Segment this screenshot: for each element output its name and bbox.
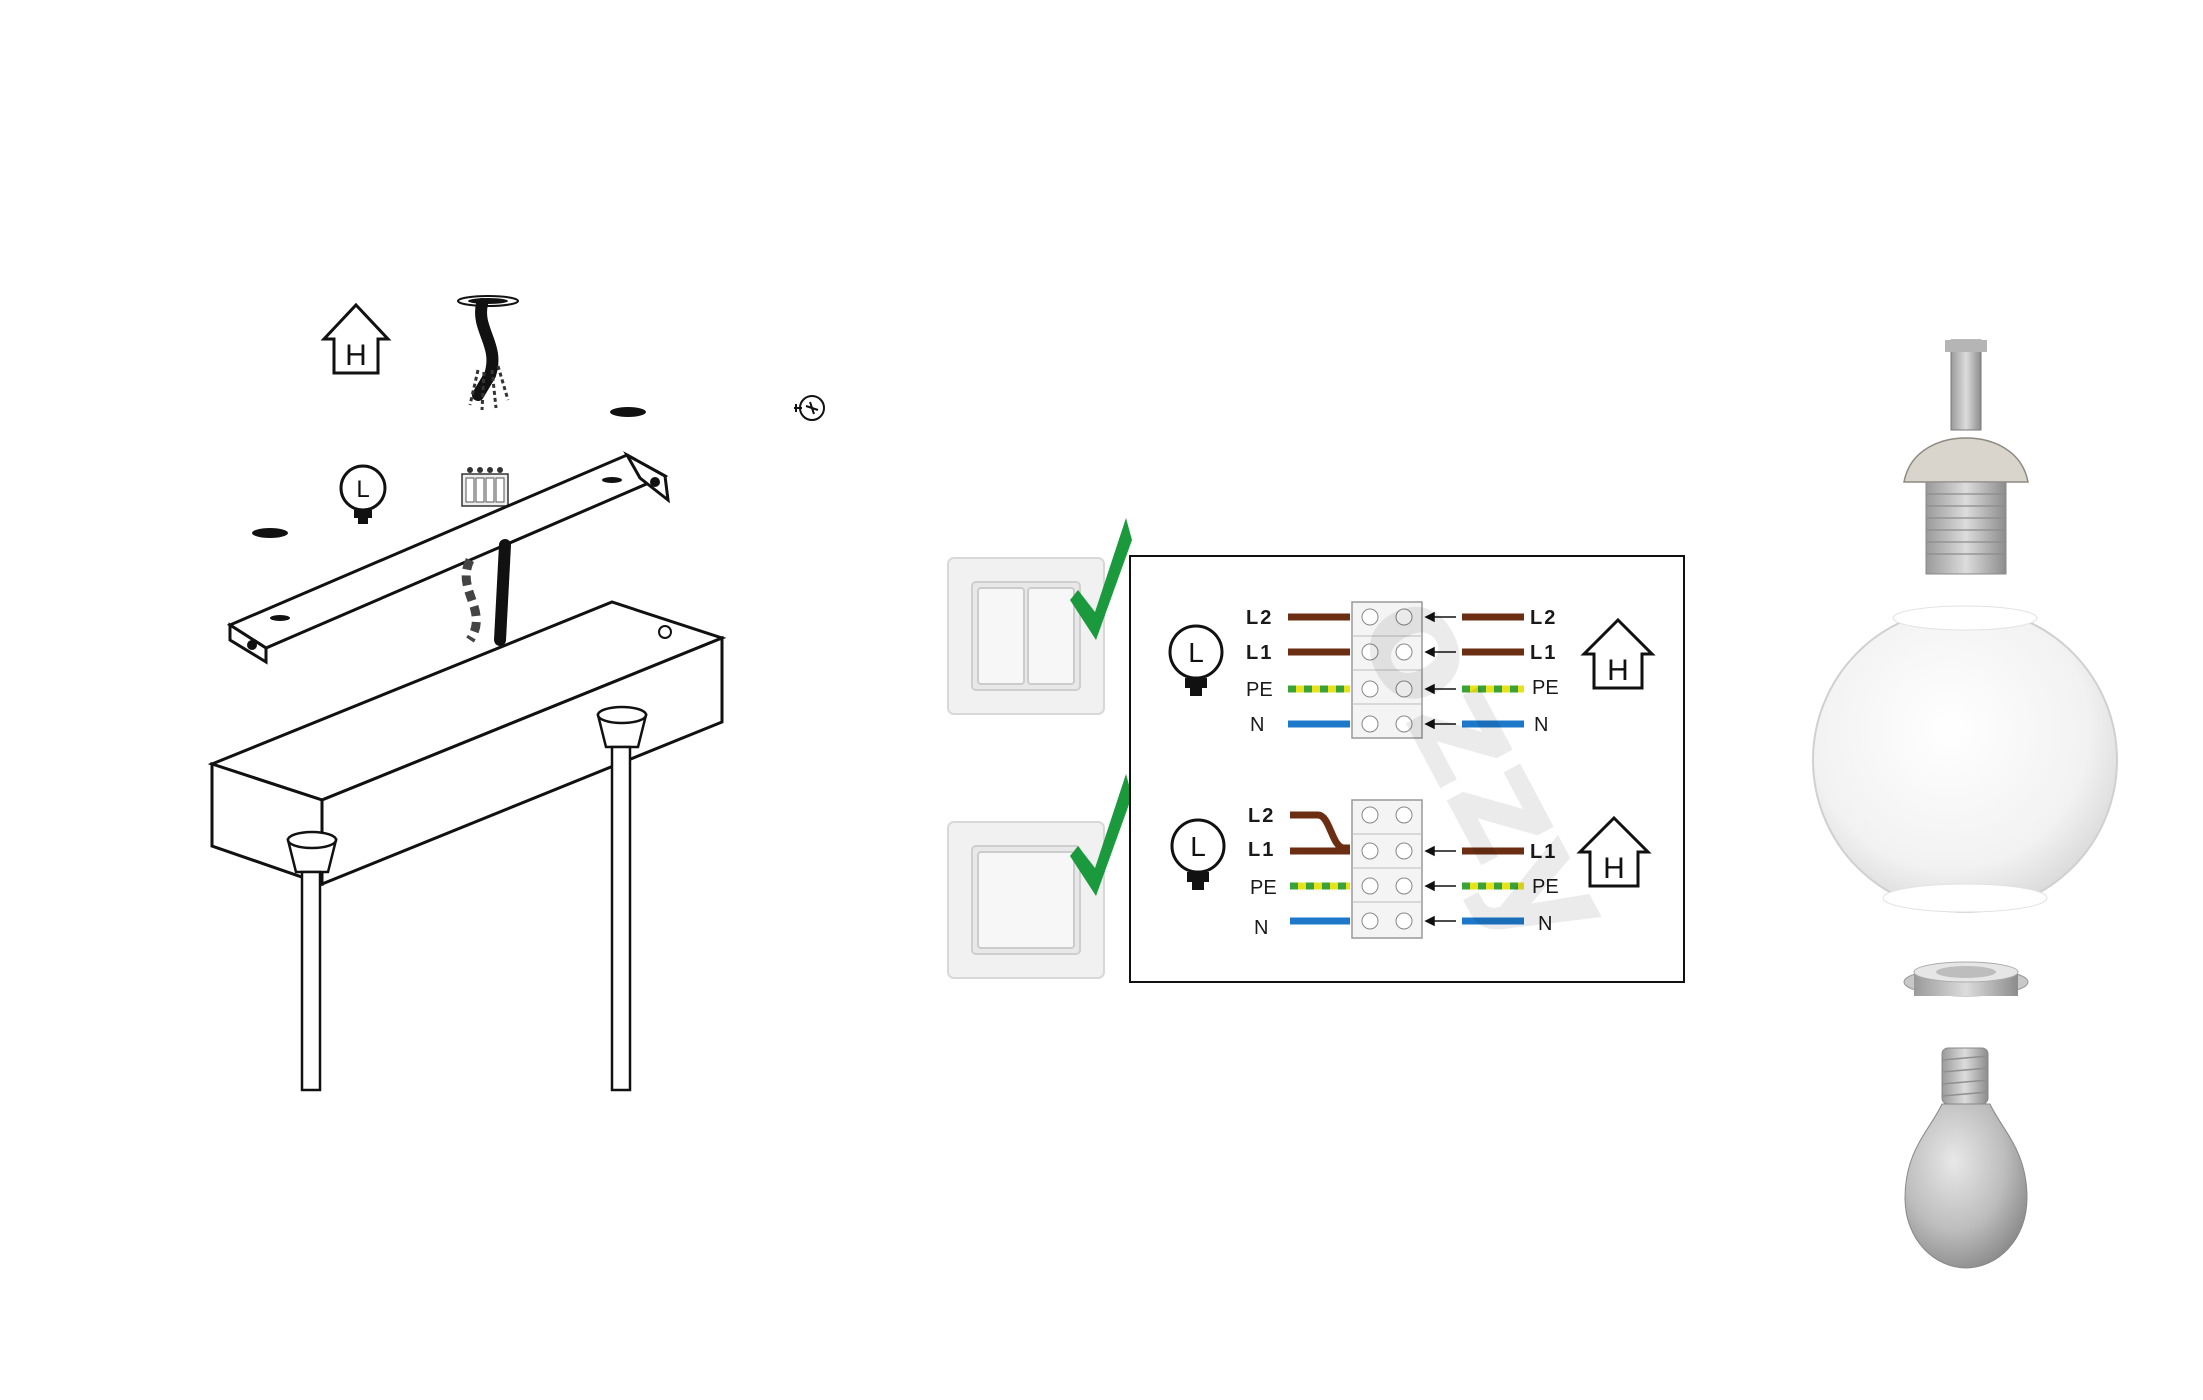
suspension-cable-right [596,705,648,1092]
screw-hole-right [610,407,646,417]
wiring-single-switch: L H [1170,799,1652,939]
wire-label-left-2: PE [1246,679,1273,701]
wire-label-left-2: PE [1250,877,1277,899]
lamp-icon: L [1168,624,1224,696]
glass-globe [1812,605,2118,913]
wire-label-right-1: L1 [1530,642,1557,664]
lamp-exploded-view [1812,339,2118,1269]
double-rocker-switch [947,557,1105,715]
ceiling-canopy-box [207,600,727,887]
lampholder [1903,339,2029,575]
lamp-icon: L [1170,818,1226,890]
wire-label-right-3: N [1534,714,1548,736]
mains-house-label: H [345,339,367,372]
screw-hole-left [252,528,288,538]
mains-house-icon: H [320,302,392,375]
lamp-circuit-icon: L [339,464,387,524]
wire-label-left-0: L2 [1246,607,1273,629]
mounting-bracket [226,451,670,665]
wire-label-left-3: N [1254,917,1268,939]
lamp-circuit-label: L [356,476,369,503]
mains-house-icon: H [1576,815,1652,888]
wiring-double-switch: L H [1168,601,1656,739]
wire-label-right-0: L1 [1530,841,1557,863]
wiring-diagram-panel: L H [1129,555,1685,983]
suspension-cable-left [286,830,338,1092]
light-bulb [1904,1047,2028,1269]
wire-label-left-0: L2 [1248,805,1275,827]
wire-label-right-2: N [1538,913,1552,935]
single-rocker-switch [947,821,1105,979]
mains-house-label: H [1603,852,1625,885]
mains-house-icon: H [1580,617,1656,690]
terminal-strip [1351,799,1423,939]
mains-house-label: H [1607,654,1629,687]
switch-options [947,518,1132,979]
wire-label-left-1: L1 [1248,839,1275,861]
ceiling-mount-assembly: H L [207,295,825,1092]
lamp-icon-label: L [1188,637,1204,668]
wire-label-right-0: L2 [1530,607,1557,629]
shade-ring [1903,961,2029,997]
screw-icon [794,395,825,421]
wire-label-left-3: N [1250,714,1264,736]
wire-label-left-1: L1 [1246,642,1273,664]
wire-label-right-1: PE [1532,876,1559,898]
lamp-icon-label: L [1190,831,1206,862]
terminal-block-icon [461,467,509,507]
ceiling-supply-cable [457,295,519,411]
wire-label-right-2: PE [1532,677,1559,699]
check-mark-icon [1070,774,1132,896]
terminal-strip [1351,601,1423,739]
canopy-wires [461,539,511,646]
check-mark-icon [1070,518,1132,640]
